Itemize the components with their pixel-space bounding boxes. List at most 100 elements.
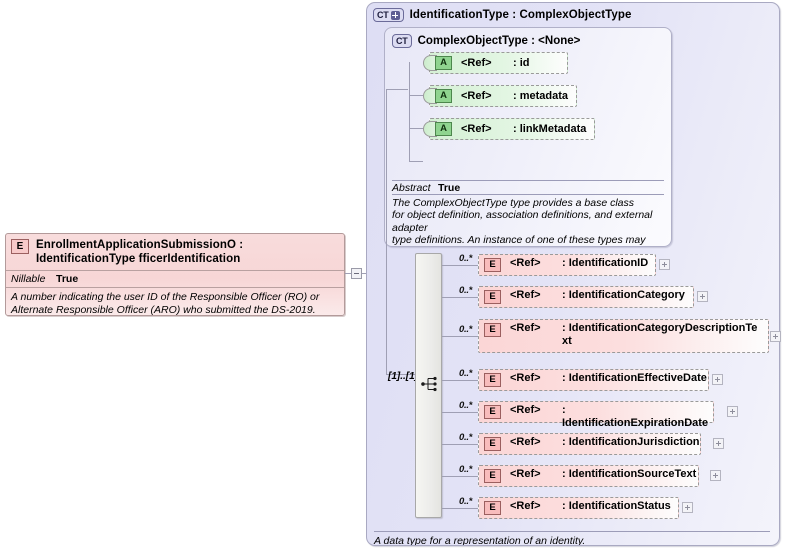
element-ref-label: <Ref>: [510, 289, 541, 301]
attribute-a-icon: A: [435, 122, 452, 136]
attr-tree-branch-3: [409, 161, 423, 162]
element-connector-4: [442, 380, 478, 381]
element-e-icon: E: [484, 405, 501, 419]
element-documentation: A number indicating the user ID of the R…: [6, 287, 344, 316]
element-name-label: : IdentificationStatus: [562, 500, 671, 512]
panel-footer-documentation: A data type for a representation of an i…: [374, 531, 770, 545]
element-expander-8[interactable]: [682, 502, 693, 513]
attribute-notch-shape: [423, 55, 437, 71]
complex-type-badge-icon: CT: [373, 8, 404, 22]
element-name-label: : IdentificationEffectiveDate: [562, 372, 707, 384]
attribute-row-linkmetadata[interactable]: A <Ref> : linkMetadata: [423, 118, 595, 140]
element-nillable-row: Nillable True: [6, 270, 344, 287]
element-enrollment-application-submission-officer-identification[interactable]: E EnrollmentApplicationSubmissionO : Ide…: [5, 233, 345, 316]
attribute-a-icon: A: [435, 56, 452, 70]
panel-title-row: CT IdentificationType : ComplexObjectTyp…: [373, 8, 632, 22]
attribute-row-metadata[interactable]: A <Ref> : metadata: [423, 85, 577, 107]
element-connector-3: [442, 336, 478, 337]
element-name-label: : IdentificationCategoryDescriptionTe xt: [562, 322, 758, 347]
connector-line-left-stub: [345, 273, 351, 274]
element-e-icon: E: [11, 239, 29, 254]
element-connector-8: [442, 508, 478, 509]
abstract-value: True: [438, 181, 461, 194]
element-ref-label: <Ref>: [510, 404, 541, 416]
element-name-label: : IdentificationID: [562, 257, 649, 269]
element-expander-4[interactable]: [712, 374, 723, 385]
inner-complex-type-badge-icon: CT: [392, 34, 412, 48]
panel-tree-trunk-vertical: [386, 89, 387, 374]
element-cardinality-4: 0..*: [459, 368, 473, 379]
element-name-label: : IdentificationSourceText: [562, 468, 697, 480]
attr-tree-branch-1: [409, 95, 423, 96]
element-expander-7[interactable]: [710, 470, 721, 481]
element-ref-label: <Ref>: [510, 322, 541, 334]
element-row-identification-effective-date[interactable]: E <Ref> : IdentificationEffectiveDate: [478, 369, 709, 391]
attribute-ref-label: <Ref>: [461, 123, 492, 135]
element-cardinality-6: 0..*: [459, 432, 473, 443]
attribute-ref-label: <Ref>: [461, 90, 492, 102]
element-e-icon: E: [484, 258, 501, 272]
element-cardinality-3: 0..*: [459, 324, 473, 335]
inner-ct-title-row: CT ComplexObjectType : <None>: [392, 34, 580, 48]
element-ref-label: <Ref>: [510, 468, 541, 480]
element-e-icon: E: [484, 290, 501, 304]
element-cardinality-2: 0..*: [459, 285, 473, 296]
element-e-icon: E: [484, 373, 501, 387]
attribute-notch-shape: [423, 88, 437, 104]
abstract-property-row: Abstract True: [392, 180, 664, 195]
attribute-notch-shape: [423, 121, 437, 137]
attribute-name-label: : metadata: [513, 89, 569, 102]
panel-tree-branch-attributes: [386, 89, 408, 90]
expander-plus-icon[interactable]: [390, 10, 400, 20]
element-expander-1[interactable]: [659, 259, 670, 270]
abstract-key: Abstract: [392, 181, 431, 194]
element-name-label: : IdentificationJurisdiction: [562, 436, 700, 448]
element-row-identification-jurisdiction[interactable]: E <Ref> : IdentificationJurisdiction: [478, 433, 701, 455]
attribute-row-id[interactable]: A <Ref> : id: [423, 52, 568, 74]
sequence-compositor-icon: [421, 376, 437, 392]
inner-ct-title: ComplexObjectType : <None>: [417, 35, 581, 47]
element-e-icon: E: [484, 469, 501, 483]
panel-tree-branch-sequence: [386, 374, 415, 375]
sequence-cardinality-label: [1]..[1]: [388, 371, 418, 382]
element-e-icon: E: [484, 323, 501, 337]
element-cardinality-1: 0..*: [459, 253, 473, 264]
attr-tree-branch-2: [409, 128, 423, 129]
collapse-toggle-button[interactable]: [351, 268, 362, 279]
element-expander-2[interactable]: [697, 291, 708, 302]
element-name-label: : IdentificationExpirationDate: [562, 404, 709, 429]
element-connector-5: [442, 412, 478, 413]
element-connector-7: [442, 476, 478, 477]
panel-title: IdentificationType : ComplexObjectType: [409, 9, 632, 21]
inner-ct-documentation: The ComplexObjectType type provides a ba…: [392, 197, 653, 246]
element-row-identification-status[interactable]: E <Ref> : IdentificationStatus: [478, 497, 679, 519]
element-expander-3[interactable]: [770, 331, 781, 342]
element-connector-6: [442, 444, 478, 445]
element-cardinality-5: 0..*: [459, 400, 473, 411]
element-expander-5[interactable]: [727, 406, 738, 417]
attribute-name-label: : id: [513, 56, 530, 69]
element-cardinality-8: 0..*: [459, 496, 473, 507]
element-e-icon: E: [484, 501, 501, 515]
attribute-name-label: : linkMetadata: [513, 122, 587, 135]
element-ref-label: <Ref>: [510, 500, 541, 512]
complex-type-box-complex-object-type[interactable]: CT ComplexObjectType : <None> A <Ref> : …: [384, 27, 672, 247]
element-e-icon: E: [484, 437, 501, 451]
attribute-a-icon: A: [435, 89, 452, 103]
element-ref-label: <Ref>: [510, 257, 541, 269]
element-cardinality-7: 0..*: [459, 464, 473, 475]
attribute-ref-label: <Ref>: [461, 57, 492, 69]
toggle-minus-icon: [354, 273, 359, 274]
element-expander-6[interactable]: [713, 438, 724, 449]
element-row-identification-category[interactable]: E <Ref> : IdentificationCategory: [478, 286, 694, 308]
element-row-identification-source-text[interactable]: E <Ref> : IdentificationSourceText: [478, 465, 699, 487]
element-nillable-key: Nillable: [11, 273, 46, 285]
element-ref-label: <Ref>: [510, 436, 541, 448]
element-row-identification-category-description-text[interactable]: E <Ref> : IdentificationCategoryDescript…: [478, 319, 769, 353]
element-title: EnrollmentApplicationSubmissionO : Ident…: [36, 239, 244, 265]
element-row-identification-id[interactable]: E <Ref> : IdentificationID: [478, 254, 656, 276]
element-nillable-value: True: [56, 273, 79, 285]
attr-tree-vertical: [409, 62, 410, 162]
element-connector-1: [442, 265, 478, 266]
element-row-identification-expiration-date[interactable]: E <Ref> : IdentificationExpirationDate: [478, 401, 714, 429]
